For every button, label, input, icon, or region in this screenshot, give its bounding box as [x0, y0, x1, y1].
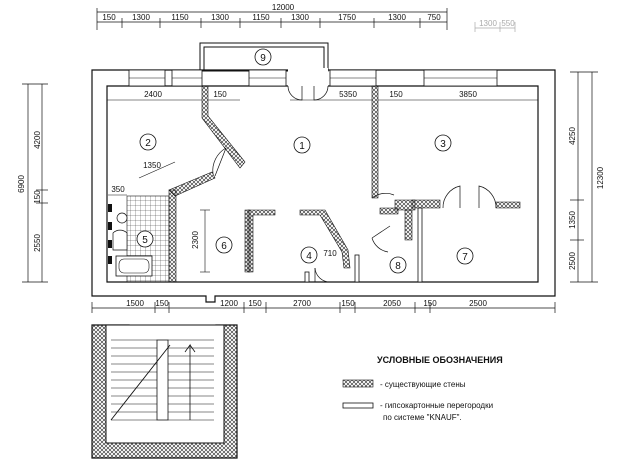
dim-int-4: 150 — [389, 90, 403, 99]
balcony-door-right — [313, 85, 329, 101]
room-1-label: 1 — [299, 141, 305, 152]
doors — [212, 147, 497, 283]
dim-2300: 2300 — [191, 231, 200, 249]
balcony-door-left — [287, 85, 303, 101]
balcony-dimensions — [474, 22, 516, 32]
legend-partitions-line1: - гипсокартонные перегородки — [380, 401, 493, 410]
room-6-label: 6 — [221, 241, 227, 252]
dim-1350-line — [138, 161, 176, 179]
dim-int-2: 150 — [213, 90, 227, 99]
dim-bot-1: 1500 — [126, 299, 144, 308]
dim-bot-3: 1200 — [220, 299, 238, 308]
bathtub-icon — [115, 255, 153, 277]
left-dimensions — [22, 83, 48, 283]
dim-bot-9: 2500 — [469, 299, 487, 308]
room-4-label: 4 — [306, 251, 312, 262]
partitions — [304, 207, 423, 283]
legend-title: УСЛОВНЫЕ ОБОЗНАЧЕНИЯ — [377, 355, 503, 365]
room-labels: 1 2 3 4 5 6 7 8 — [136, 133, 474, 274]
dim-top-3: 1150 — [171, 13, 189, 22]
dim-710: 710 — [323, 249, 337, 258]
room-5-label: 5 — [142, 235, 148, 246]
dim-int-1: 2400 — [144, 90, 162, 99]
dim-bot-8: 150 — [423, 299, 437, 308]
legend-hatch-swatch — [342, 379, 374, 388]
dim-top-7: 1750 — [338, 13, 356, 22]
dim-right-2: 1350 — [568, 211, 577, 229]
bottom-dimensions — [91, 302, 556, 313]
dim-total-width: 12000 — [272, 3, 295, 12]
dim-left-total: 6900 — [17, 175, 26, 193]
top-dimensions — [96, 8, 448, 30]
dim-top-5: 1150 — [252, 13, 270, 22]
dim-right-total: 12300 — [596, 166, 605, 189]
balcony-door-gap — [288, 68, 328, 88]
dim-right-1: 4250 — [568, 127, 577, 145]
sink-icon — [112, 229, 128, 251]
dim-int-3: 5350 — [339, 90, 357, 99]
room-9-label: 9 — [260, 53, 266, 64]
dim-bot-4: 150 — [248, 299, 262, 308]
legend-partitions-line2: по системе "KNAUF". — [383, 413, 462, 422]
dim-top-2: 1300 — [132, 13, 150, 22]
dim-bot-5: 2700 — [293, 299, 311, 308]
room-2-label: 2 — [145, 138, 151, 149]
dim-left-2: 150 — [33, 190, 42, 204]
legend-partition-swatch — [342, 402, 374, 409]
bathroom — [108, 195, 170, 283]
room-8-label: 8 — [395, 261, 401, 272]
legend-existing-walls: - существующие стены — [380, 380, 466, 389]
toilet-icon — [116, 212, 128, 224]
dim-bot-7: 2050 — [383, 299, 401, 308]
dim-int-5: 3850 — [459, 90, 477, 99]
dim-left-1: 4200 — [33, 131, 42, 149]
dim-top-8: 1300 — [388, 13, 406, 22]
outer-walls — [91, 69, 556, 303]
staircase — [91, 324, 238, 459]
existing-walls — [168, 85, 521, 283]
dim-balcony-1: 1300 — [479, 19, 497, 28]
dim-right-3: 2500 — [568, 252, 577, 270]
dim-1350: 1350 — [143, 161, 161, 170]
dim-top-4: 1300 — [211, 13, 229, 22]
room-3-label: 3 — [440, 139, 446, 150]
dim-top-1: 150 — [102, 13, 116, 22]
dim-bot-2: 150 — [155, 299, 169, 308]
dim-350: 350 — [111, 185, 125, 194]
room-7-label: 7 — [462, 252, 468, 263]
room-9-circle — [254, 48, 272, 66]
dim-top-6: 1300 — [291, 13, 309, 22]
dim-bot-6: 150 — [341, 299, 355, 308]
dim-balcony-2: 550 — [501, 19, 515, 28]
dim-left-3: 2550 — [33, 234, 42, 252]
dim-top-9: 750 — [427, 13, 441, 22]
right-dimensions — [570, 71, 598, 283]
